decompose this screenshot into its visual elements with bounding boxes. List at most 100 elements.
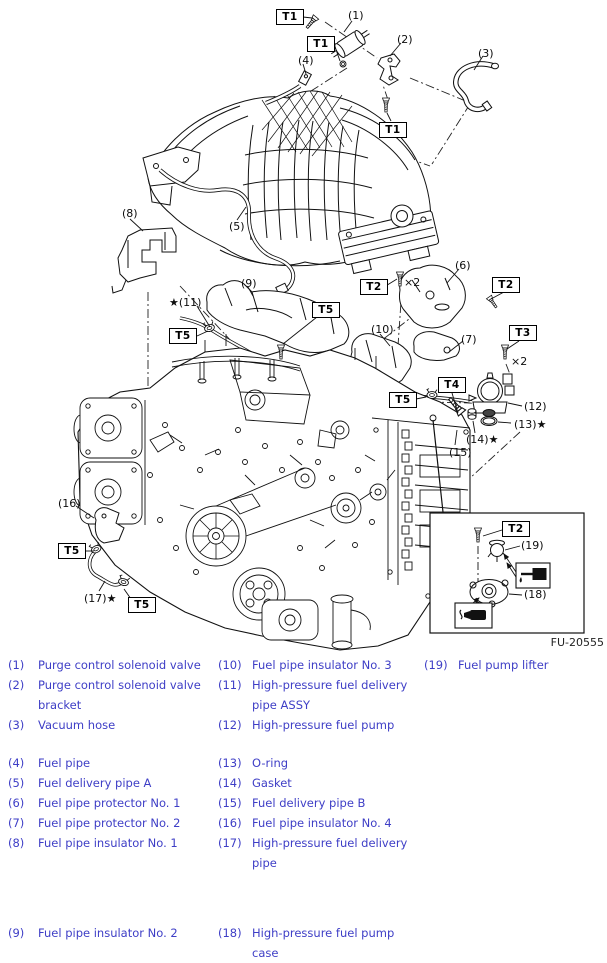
fuel-pipe-protector-1-drawing bbox=[399, 264, 466, 329]
part-callout-7: (7) bbox=[461, 333, 477, 346]
legend-row: (3) Vacuum hose (12) High-pressure fuel pum… bbox=[8, 715, 603, 735]
fuel-pipe-protector-2-drawing bbox=[413, 331, 460, 361]
legend-item: (14) Gasket bbox=[218, 773, 424, 793]
torque-spec-box-t4: T4 bbox=[438, 377, 466, 393]
part-callout-6: (6) bbox=[455, 259, 471, 272]
legend-item: (6) Fuel pipe protector No. 1 bbox=[8, 793, 218, 813]
legend-row: (4) Fuel pipe (13) O-ring bbox=[8, 753, 603, 773]
part-callout-2: ×2 bbox=[404, 276, 421, 289]
legend-item-number: (8) bbox=[8, 836, 25, 850]
part-callout-9: (9) bbox=[241, 277, 257, 290]
part-callout-8: (8) bbox=[122, 207, 138, 220]
legend-item: (8) Fuel pipe insulator No. 1 bbox=[8, 833, 218, 853]
intake-manifold-drawing bbox=[142, 90, 440, 275]
legend-item-number: (9) bbox=[8, 926, 25, 940]
legend-item-text: Fuel pipe protector No. 2 bbox=[38, 816, 181, 830]
legend-row: (5) Fuel delivery pipe A (14) Gasket bbox=[8, 773, 603, 793]
legend-item-number: (4) bbox=[8, 756, 25, 770]
legend-item-text: Fuel delivery pipe B bbox=[252, 796, 366, 810]
purge-solenoid-parts-drawing bbox=[265, 29, 499, 113]
part-callout-13: (13)★ bbox=[514, 418, 547, 431]
part-callout-19: (19) bbox=[521, 539, 544, 552]
part-callout-18: (18) bbox=[524, 588, 547, 601]
part-callout-15: (15) bbox=[449, 446, 472, 459]
legend-item-number: (11) bbox=[218, 678, 242, 692]
legend-item: (13) O-ring bbox=[218, 753, 424, 773]
torque-spec-box-t5: T5 bbox=[58, 543, 86, 559]
legend-row: (1) Purge control solenoid valve (10) Fuel … bbox=[8, 655, 603, 675]
legend-item-text: Gasket bbox=[252, 776, 292, 790]
legend-item-number: (16) bbox=[218, 816, 242, 830]
legend-item-text: Fuel delivery pipe A bbox=[38, 776, 152, 790]
legend-item: (4) Fuel pipe bbox=[8, 753, 218, 773]
figure-code: FU-20555 bbox=[550, 636, 604, 649]
legend-item: (9)Fuel pipe insulator No. 2 bbox=[8, 923, 218, 943]
legend-item-text: Fuel pipe bbox=[38, 756, 91, 770]
legend-row: (6) Fuel pipe protector No. 1 (15)Fuel del… bbox=[8, 793, 603, 813]
high-pressure-fuel-pump-drawing bbox=[445, 372, 515, 426]
fuel-pipe-insulator-1-drawing bbox=[111, 227, 177, 294]
legend-item: (3) Vacuum hose bbox=[8, 715, 218, 735]
torque-spec-box-t5: T5 bbox=[389, 392, 417, 408]
torque-spec-box-t1: T1 bbox=[276, 9, 304, 25]
legend-item-number: (18) bbox=[218, 926, 242, 940]
legend-item-number: (7) bbox=[8, 816, 25, 830]
legend-item-text: Fuel pipe insulator No. 1 bbox=[38, 836, 178, 850]
torque-spec-box-t5: T5 bbox=[312, 302, 340, 318]
part-callout-12: (12) bbox=[524, 400, 547, 413]
fuel-pipe-insulator-3-drawing bbox=[206, 280, 350, 353]
legend-item-text: High-pressure fuel pump case bbox=[252, 926, 395, 960]
legend-item-text: O-ring bbox=[252, 756, 289, 770]
legend-item: (19)Fuel pump lifter bbox=[424, 655, 603, 675]
torque-spec-box-t2: T2 bbox=[502, 521, 530, 537]
torque-spec-box-t2: T2 bbox=[360, 279, 388, 295]
legend-item-number: (1) bbox=[8, 658, 25, 672]
legend-item-number: (13) bbox=[218, 756, 242, 770]
legend-item-number: (6) bbox=[8, 796, 25, 810]
part-callout-3: (3) bbox=[478, 47, 494, 60]
legend-item-number: (12) bbox=[218, 718, 242, 732]
legend-item: (12) High-pressure fuel pump bbox=[218, 715, 424, 735]
torque-spec-box-t1: T1 bbox=[307, 36, 335, 52]
legend-item-number: (5) bbox=[8, 776, 25, 790]
legend-item-number: (14) bbox=[218, 776, 242, 790]
high-pressure-delivery-pipe-17-drawing bbox=[87, 547, 123, 587]
legend-item: (1) Purge control solenoid valve bbox=[8, 655, 218, 675]
engine-block-drawing bbox=[73, 334, 471, 651]
part-callout-17: (17)★ bbox=[84, 592, 117, 605]
legend-item: (15)Fuel delivery pipe B bbox=[218, 793, 424, 813]
part-callout-2: ×2 bbox=[511, 355, 528, 368]
legend-item-number: (17) bbox=[218, 836, 242, 850]
legend-item-text: Purge control solenoid valve bbox=[38, 658, 201, 672]
legend-item: (7) Fuel pipe protector No. 2 bbox=[8, 813, 218, 833]
part-callout-16: (16) bbox=[58, 497, 81, 510]
part-callout-14: (14)★ bbox=[466, 433, 499, 446]
engine-diagram bbox=[73, 14, 585, 651]
torque-spec-box-t5: T5 bbox=[128, 597, 156, 613]
legend-item-number: (10) bbox=[218, 658, 242, 672]
legend-item-text: Fuel pipe insulator No. 4 bbox=[252, 816, 392, 830]
legend-row: (8) Fuel pipe insulator No. 1 (17) High-pre… bbox=[8, 833, 603, 873]
part-callout-5: (5) bbox=[229, 220, 245, 233]
legend-item-text: High-pressure fuel pump bbox=[252, 718, 395, 732]
legend-item-text: Vacuum hose bbox=[38, 718, 116, 732]
legend-item: (10) Fuel pipe insulator No. 3 bbox=[218, 655, 424, 675]
legend-item-text: Fuel pipe insulator No. 3 bbox=[252, 658, 392, 672]
parts-legend: (1) Purge control solenoid valve (10) Fuel … bbox=[8, 655, 603, 963]
part-callout-2: (2) bbox=[397, 33, 413, 46]
legend-item: (5) Fuel delivery pipe A bbox=[8, 773, 218, 793]
legend-item-text: Fuel pump lifter bbox=[458, 658, 549, 672]
legend-item-text: Fuel pipe protector No. 1 bbox=[38, 796, 181, 810]
legend-row: (7) Fuel pipe protector No. 2 (16) Fuel pip… bbox=[8, 813, 603, 833]
part-callout-1: (1) bbox=[348, 9, 364, 22]
legend-item-number: (3) bbox=[8, 718, 25, 732]
legend-item-number: (2) bbox=[8, 678, 25, 692]
torque-spec-box-t1: T1 bbox=[379, 122, 407, 138]
